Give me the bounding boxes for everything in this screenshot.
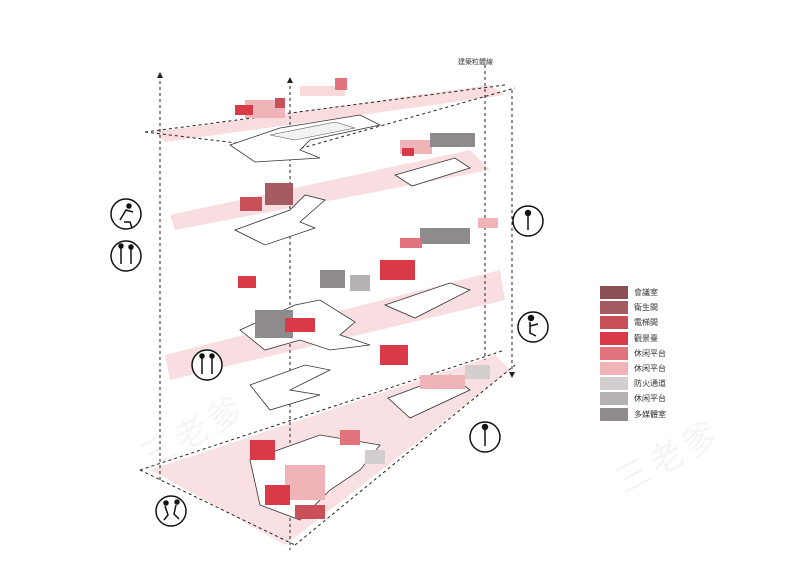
legend-swatch — [600, 346, 628, 360]
legend-swatch — [600, 286, 628, 299]
level-1-block — [465, 365, 490, 379]
legend-swatch — [600, 301, 628, 315]
roof-block — [335, 78, 347, 90]
roof-slab-inner — [269, 121, 356, 141]
level-2-slab-right — [383, 282, 472, 319]
legend-label: 電梯間 — [634, 318, 658, 328]
legend-item: 觀景臺 — [600, 331, 700, 346]
legend-label: 觀景臺 — [634, 333, 658, 343]
level-1-slab — [249, 364, 332, 411]
legend-label: 衛生間 — [634, 303, 658, 313]
legend-item: 電梯間 — [600, 315, 700, 330]
legend-swatch — [600, 407, 628, 421]
legend-label: 休闲平台 — [634, 363, 666, 373]
legend-item: 防火通道 — [600, 376, 700, 391]
figure-icons — [110, 198, 549, 527]
standing-people-icon — [110, 240, 142, 272]
legend: 會議室 衛生間 電梯間 觀景臺 休闲平台 休闲平台 防火通道 休闲平台 多媒體室 — [600, 285, 700, 422]
building-outline-annotation: 建築粒體線 — [458, 58, 493, 66]
level-1-block — [380, 345, 408, 365]
level-2-block — [380, 260, 415, 280]
legend-label: 防火通道 — [634, 379, 666, 389]
legend-swatch — [600, 331, 628, 345]
roof-block — [275, 98, 285, 108]
ground-block — [295, 505, 325, 519]
legend-swatch — [600, 361, 628, 375]
running-people-icon — [155, 495, 187, 527]
legend-item: 休闲平台 — [600, 361, 700, 376]
walking-people-icon — [191, 349, 223, 381]
legend-label: 休闲平台 — [634, 348, 666, 358]
legend-item: 衛生間 — [600, 300, 700, 315]
level-3-slab-right — [394, 157, 471, 187]
legend-swatch — [600, 377, 628, 391]
ground-block — [265, 485, 290, 505]
legend-item: 休闲平台 — [600, 346, 700, 361]
seated-person-icon — [110, 198, 142, 230]
level-2 — [238, 218, 498, 351]
level-2-block — [478, 218, 498, 228]
level-3-block — [265, 183, 293, 205]
level-3-block — [402, 148, 414, 156]
ground-block — [250, 440, 275, 460]
legend-item: 多媒體室 — [600, 407, 700, 422]
level-1 — [249, 345, 490, 419]
level-2-block — [320, 270, 345, 288]
legend-item: 會議室 — [600, 285, 700, 300]
legend-label: 休闲平台 — [634, 394, 666, 404]
level-2-block — [400, 238, 422, 248]
floor-plane-roof — [155, 85, 505, 142]
roof-level — [229, 78, 382, 163]
ground-block — [340, 430, 360, 445]
level-3-block — [240, 197, 262, 211]
legend-item: 休闲平台 — [600, 391, 700, 406]
ground-block — [285, 465, 325, 500]
legend-label: 多媒體室 — [634, 409, 666, 419]
level-3-block — [430, 133, 475, 147]
level-2-block — [285, 318, 315, 332]
roof-block — [235, 105, 253, 115]
legend-swatch — [600, 392, 628, 406]
level-3-slab — [233, 194, 326, 246]
level-2-block — [350, 275, 370, 291]
level-3 — [233, 133, 475, 246]
ground-level — [249, 430, 385, 521]
legend-swatch — [600, 316, 628, 330]
level-2-block — [238, 276, 256, 288]
level-1-block — [420, 375, 465, 389]
reading-person-icon — [517, 311, 549, 343]
roof-block — [300, 86, 345, 96]
legend-label: 會議室 — [634, 288, 658, 297]
standing-person-icon — [512, 205, 544, 237]
ground-block — [365, 450, 385, 464]
level-2-block — [420, 228, 470, 244]
standing-person-icon — [469, 421, 501, 453]
